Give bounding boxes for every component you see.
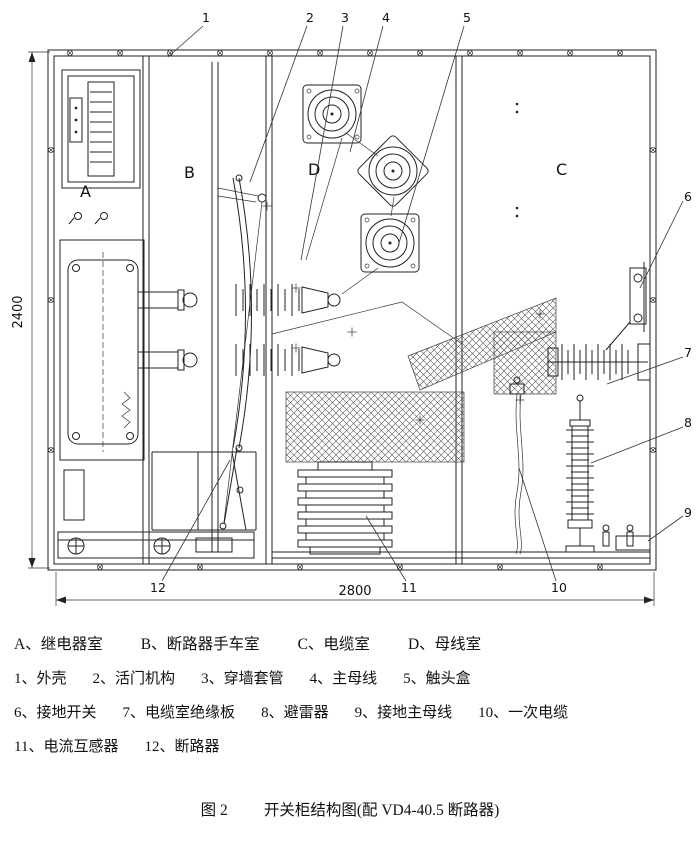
callout-4: 4 [382,10,390,25]
callout-3: 3 [341,10,349,25]
relay-room [59,69,198,521]
legend-part-1: 1、外壳 [14,667,67,688]
legend-label: 活门机构 [115,671,176,687]
wall-bushing-upper [235,284,341,316]
legend-key: D、 [407,636,435,653]
legend-key: 8、 [261,705,284,721]
legend-compartment-c: C、电缆室 [298,632,370,654]
legend-key: C、 [297,636,324,653]
legend-label: 电缆室绝缘板 [145,705,236,721]
legend-label: 继电器室 [40,636,103,653]
center-markers [262,102,545,425]
room-labels: A B D C [80,160,567,201]
bottom-tray [57,531,255,559]
earthing-switch [605,262,647,351]
dimension-height: 2400 [11,51,50,569]
room-label-a: A [80,182,91,201]
legend-key: 2、 [92,671,116,687]
room-label-d: D [308,160,320,179]
legend-part-7: 7、电缆室绝缘板 [123,701,236,722]
earthing-main-busbar [602,524,651,551]
callout-2: 2 [306,10,314,25]
legend-part-11: 11、电流互感器 [14,735,118,756]
legend-label: 穿墙套管 [223,671,284,687]
dimension-width: 2800 [55,572,655,606]
primary-cable [509,376,525,555]
legend-part-6: 6、接地开关 [14,701,97,722]
figure-number: 图 2 [200,802,228,819]
busbar-room-assemblies [271,84,463,345]
legend-label: 触头盒 [425,671,471,687]
callout-10: 10 [551,580,567,595]
legend: A、继电器室 B、断路器手车室 C、电缆室 D、母线室 1、外壳 2、活门机构 … [0,632,700,756]
legend-label: 断路器手车室 [166,636,260,653]
legend-key: 6、 [14,705,37,721]
legend-key: 3、 [201,671,224,687]
legend-label: 避雷器 [283,705,329,721]
current-transformer [297,461,393,555]
legend-label: 主母线 [332,671,378,687]
legend-key: 10、 [478,705,509,721]
legend-key: 4、 [309,671,333,687]
legend-compartment-d: D、母线室 [408,632,481,654]
callout-8: 8 [684,415,692,430]
callout-5: 5 [463,10,471,25]
callout-7: 7 [684,345,692,360]
callout-9: 9 [684,505,692,520]
legend-key: 11、 [14,739,44,755]
callout-1: 1 [202,10,210,25]
legend-key: A、 [14,636,41,653]
callouts: 1 2 3 4 5 6 7 8 9 10 11 12 [150,10,692,595]
legend-key: 1、 [14,671,37,687]
legend-label: 母线室 [434,636,482,653]
room-label-b: B [184,163,195,182]
legend-label: 外壳 [36,671,67,687]
figure-caption: 图 2 开关柜结构图(配 VD4-40.5 断路器) [0,798,700,820]
parts-legend-row-3: 11、电流互感器 12、断路器 [14,735,700,756]
legend-part-3: 3、穿墙套管 [201,667,284,688]
callout-12: 12 [150,580,166,595]
room-label-c: C [556,160,567,179]
surge-arrester [565,394,595,553]
legend-compartment-a: A、继电器室 [14,632,103,654]
cable-room-insulation-plates [285,297,557,463]
legend-key: 12、 [144,739,175,755]
legend-part-9: 9、接地主母线 [355,701,453,722]
cabinet-enclosure [47,49,657,571]
legend-label: 一次电缆 [508,705,569,721]
legend-part-10: 10、一次电缆 [478,701,568,722]
breaker-handcart-room [151,62,267,552]
legend-label: 断路器 [174,739,220,755]
figure-title: 开关柜结构图(配 VD4-40.5 断路器) [263,802,500,819]
legend-part-8: 8、避雷器 [261,701,329,722]
switchgear-structure-drawing: A B D C 1 2 3 4 5 6 7 8 9 10 11 12 [11,10,692,606]
legend-key: B、 [140,636,167,653]
legend-part-12: 12、断路器 [144,735,219,756]
parts-legend-row-1: 1、外壳 2、活门机构 3、穿墙套管 4、主母线 5、触头盒 [14,667,700,688]
parts-legend-row-2: 6、接地开关 7、电缆室绝缘板 8、避雷器 9、接地主母线 10、一次电缆 [14,701,700,722]
compartment-legend-row: A、继电器室 B、断路器手车室 C、电缆室 D、母线室 [14,632,700,654]
legend-key: 5、 [403,671,426,687]
callout-6: 6 [684,189,692,204]
frame-screws [47,49,657,571]
horizontal-insulator [547,343,651,381]
dimension-width-value: 2800 [338,584,371,599]
legend-label: 接地开关 [36,705,97,721]
legend-key: 9、 [354,705,378,721]
legend-part-5: 5、触头盒 [403,667,471,688]
legend-part-2: 2、活门机构 [93,667,176,688]
legend-label: 电缆室 [323,636,370,653]
legend-label: 接地主母线 [377,705,453,721]
callout-11: 11 [401,580,417,595]
legend-label: 电流互感器 [43,739,119,755]
wall-bushing-lower [235,344,341,376]
dimension-height-value: 2400 [11,295,26,328]
legend-part-4: 4、主母线 [310,667,378,688]
legend-key: 7、 [122,705,146,721]
legend-compartment-b: B、断路器手车室 [141,632,260,654]
